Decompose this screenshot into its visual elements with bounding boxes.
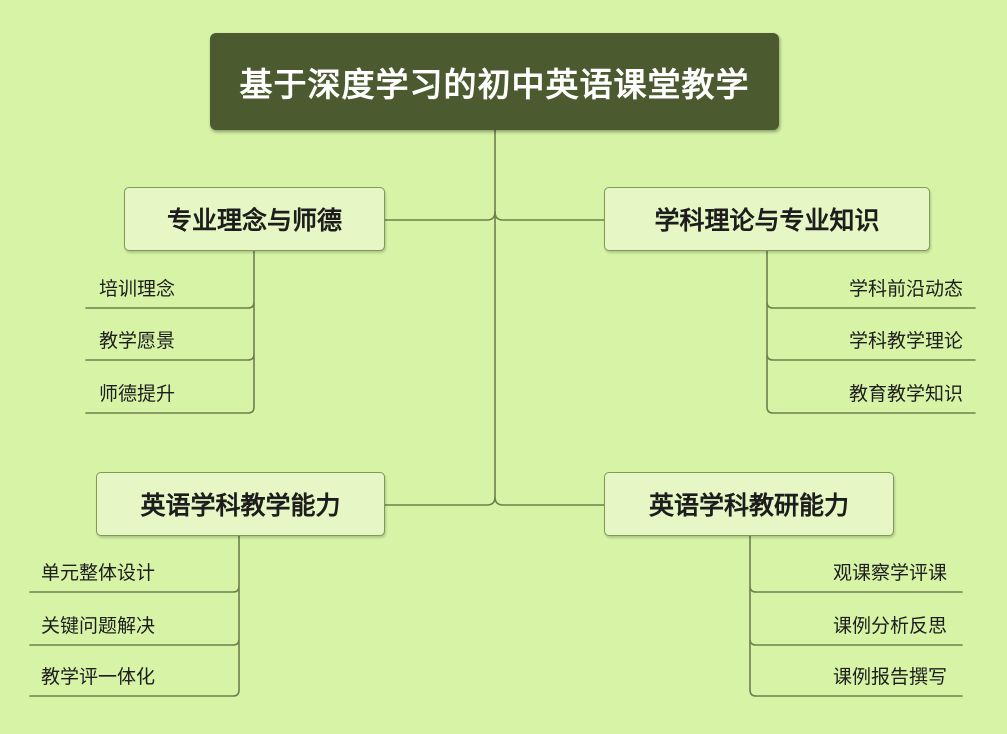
leaf-item: 教学愿景	[99, 330, 176, 352]
leaf-item: 关键问题解决	[41, 615, 156, 637]
connector-top-left	[384, 211, 496, 221]
connector-bottom-left	[384, 496, 496, 506]
branch-teaching-ability: 英语学科教学能力	[96, 472, 385, 536]
leaf-item: 学科前沿动态	[848, 278, 963, 300]
leaf-item: 师德提升	[99, 383, 176, 405]
leaf-item: 培训理念	[99, 278, 176, 300]
leaf-lines-top-left	[85, 250, 255, 414]
leaf-item: 单元整体设计	[41, 562, 156, 584]
leaf-item: 课例报告撰写	[832, 666, 947, 688]
leaf-item: 教学评一体化	[41, 666, 156, 688]
leaf-item: 教育教学知识	[848, 383, 963, 405]
trunk-line	[494, 129, 605, 506]
branch-research-ability: 英语学科教研能力	[604, 472, 894, 536]
leaf-item: 学科教学理论	[848, 330, 963, 352]
leaf-lines-bottom-right	[749, 535, 963, 697]
leaf-item: 课例分析反思	[832, 615, 947, 637]
root-node: 基于深度学习的初中英语课堂教学	[210, 33, 779, 130]
leaf-lines-top-right	[766, 250, 976, 414]
branch-professional-ethics: 专业理念与师德	[124, 187, 385, 251]
connector-top-right	[494, 211, 605, 221]
leaf-item: 观课察学评课	[832, 562, 947, 584]
branch-subject-theory: 学科理论与专业知识	[604, 187, 930, 251]
leaf-lines-bottom-left	[29, 535, 240, 697]
